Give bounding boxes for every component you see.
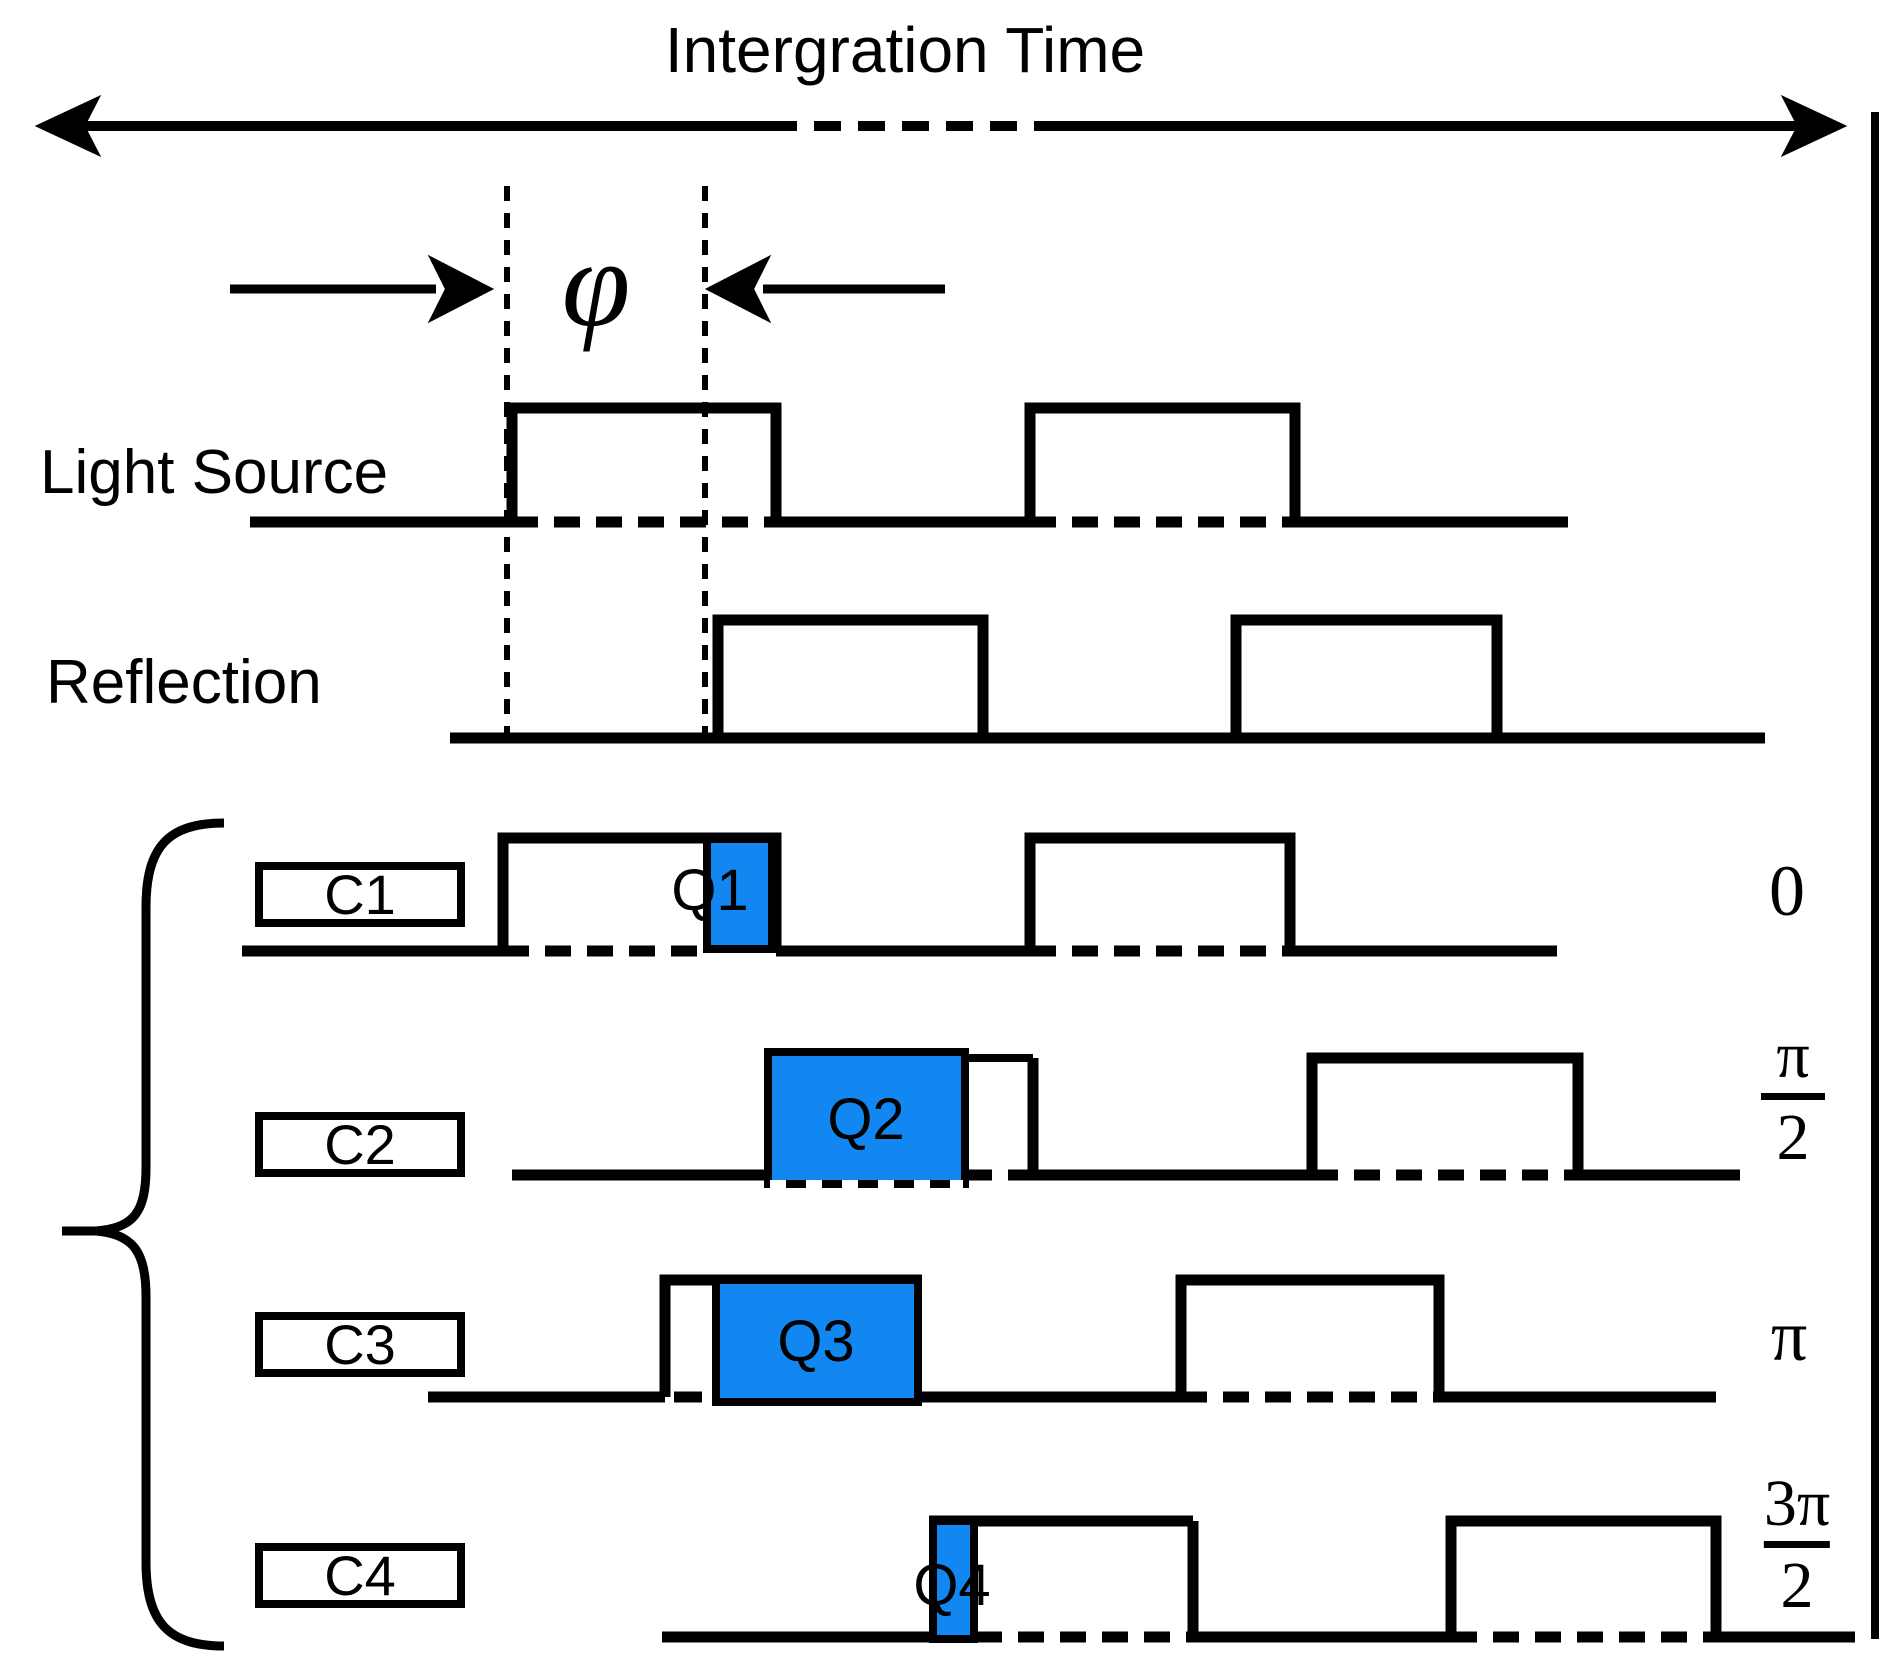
q1-label: Q1 xyxy=(671,858,749,923)
q2-box xyxy=(764,1048,969,1188)
phase-c4-numerator: 3π xyxy=(1763,1467,1831,1540)
c3-waveform xyxy=(428,1274,1716,1403)
light-source-label: Light Source xyxy=(40,438,389,507)
phi-symbol: φ xyxy=(561,215,631,352)
diagram-title: Intergration Time xyxy=(664,14,1146,86)
c4-waveform xyxy=(662,1515,1855,1643)
fraction-bar xyxy=(1761,1093,1825,1101)
phase-label-c2: π 2 xyxy=(1761,1022,1825,1172)
arrowhead-left-icon xyxy=(34,94,102,158)
phase-label-c4: 3π 2 xyxy=(1763,1467,1831,1623)
c3-box-label: C3 xyxy=(324,1312,396,1376)
q1-box xyxy=(703,835,776,953)
integration-time-arrow xyxy=(34,94,1848,158)
phi-arrow-right xyxy=(230,254,495,324)
q3-label: Q3 xyxy=(777,1309,855,1374)
q4-box xyxy=(929,1517,978,1643)
phase-label-c3: π xyxy=(1770,1296,1808,1376)
arrowhead-right-icon xyxy=(427,254,495,324)
c2-box-label: C2 xyxy=(324,1112,396,1176)
c1-waveform xyxy=(242,832,1557,957)
reflection-label: Reflection xyxy=(46,648,322,717)
phase-c2-denominator: 2 xyxy=(1776,1101,1810,1175)
c4-box-label: C4 xyxy=(324,1543,396,1607)
fraction-bar xyxy=(1763,1541,1831,1549)
q4-label: Q4 xyxy=(913,1553,991,1618)
c1-box: C1 xyxy=(255,862,465,927)
arrowhead-left-icon xyxy=(704,254,772,324)
q2-label: Q2 xyxy=(827,1087,905,1152)
c4-box: C4 xyxy=(255,1543,465,1608)
phi-arrow-left xyxy=(704,254,945,324)
light-source-waveform xyxy=(250,402,1568,528)
c3-box: C3 xyxy=(255,1312,465,1377)
c2-waveform xyxy=(512,1052,1740,1181)
q2-baseline-notches xyxy=(770,1180,963,1188)
phase-c2-numerator: π xyxy=(1776,1019,1810,1092)
c2-box: C2 xyxy=(255,1112,465,1177)
phase-label-c1: 0 xyxy=(1769,851,1805,931)
reflection-waveform xyxy=(450,614,1765,744)
q3-box xyxy=(712,1276,922,1406)
channels-brace xyxy=(62,818,225,1651)
arrowhead-right-icon xyxy=(1780,94,1848,158)
c1-box-label: C1 xyxy=(324,862,396,926)
phase-c4-denominator: 2 xyxy=(1780,1549,1814,1623)
